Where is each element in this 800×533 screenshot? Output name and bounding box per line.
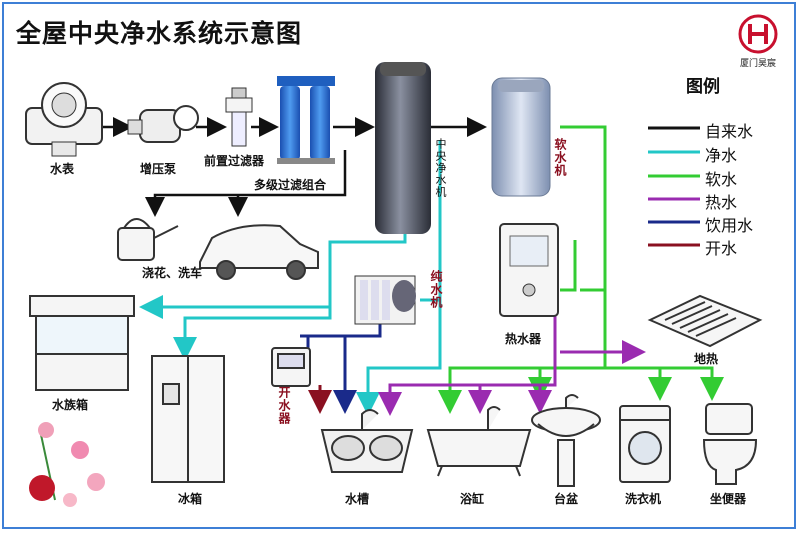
label-central: 中央净水机 <box>434 138 447 198</box>
bathtub-icon <box>426 406 532 477</box>
tap-water-lines <box>100 117 487 217</box>
flower-decoration-icon <box>29 422 105 507</box>
water-meter-icon <box>25 82 103 157</box>
washer-icon <box>619 405 671 483</box>
legend-item-drinking-water: 饮用水 <box>705 216 754 235</box>
legend-lines <box>648 126 700 247</box>
legend-item-tap-water: 自来水 <box>705 122 754 141</box>
label-aquarium: 水族箱 <box>52 398 89 412</box>
label-bathtub: 浴缸 <box>460 492 485 506</box>
basin-icon <box>531 394 601 487</box>
soft-lines <box>438 125 724 414</box>
legend-item-boiling-water: 开水 <box>705 239 738 258</box>
prefilter-icon <box>225 87 253 147</box>
legend-item-purified-water: 净水 <box>705 146 738 165</box>
watering-can-icon <box>117 218 179 261</box>
label-toilet: 坐便器 <box>710 492 747 506</box>
sink-icon <box>320 409 414 473</box>
label-garden-car: 浇花、洗车 <box>142 266 203 280</box>
water-heater-icon <box>499 223 559 317</box>
legend-item-soft-water: 软水 <box>705 170 738 189</box>
car-icon <box>199 224 319 280</box>
floor-heating-icon <box>647 294 763 348</box>
purified-lines <box>139 140 442 416</box>
aquarium-icon <box>29 295 135 391</box>
hot-lines <box>378 310 646 416</box>
label-sink: 水槽 <box>345 492 370 506</box>
label-heater: 热水器 <box>505 332 542 346</box>
label-softener: 软水机 <box>553 138 567 177</box>
page-title: 全屋中央净水系统示意图 <box>16 19 303 48</box>
label-prefilter: 前置过滤器 <box>204 154 265 168</box>
brand-name: 厦门昊宸 <box>739 59 776 69</box>
label-multifilter: 多级过滤组合 <box>254 178 327 192</box>
legend-title: 图例 <box>686 77 720 97</box>
label-meter: 水表 <box>50 162 75 176</box>
brand-logo <box>738 14 778 54</box>
central-purifier-icon <box>375 62 431 234</box>
fridge-icon <box>151 355 225 483</box>
label-basin: 台盆 <box>554 492 579 506</box>
multi-filter-icon <box>277 76 335 164</box>
softener-icon <box>491 77 551 197</box>
pure-water-machine-icon <box>354 275 416 325</box>
label-floor: 地热 <box>694 352 719 366</box>
toilet-icon <box>702 403 758 485</box>
legend-item-hot-water: 热水 <box>705 193 738 212</box>
boiler-icon <box>271 347 311 387</box>
label-pump: 增压泵 <box>140 162 177 176</box>
label-washer: 洗衣机 <box>625 492 662 506</box>
booster-pump-icon <box>127 105 199 143</box>
label-boiler: 开水器 <box>277 386 291 425</box>
label-fridge: 冰箱 <box>178 492 203 506</box>
label-pure: 纯水机 <box>429 270 443 309</box>
